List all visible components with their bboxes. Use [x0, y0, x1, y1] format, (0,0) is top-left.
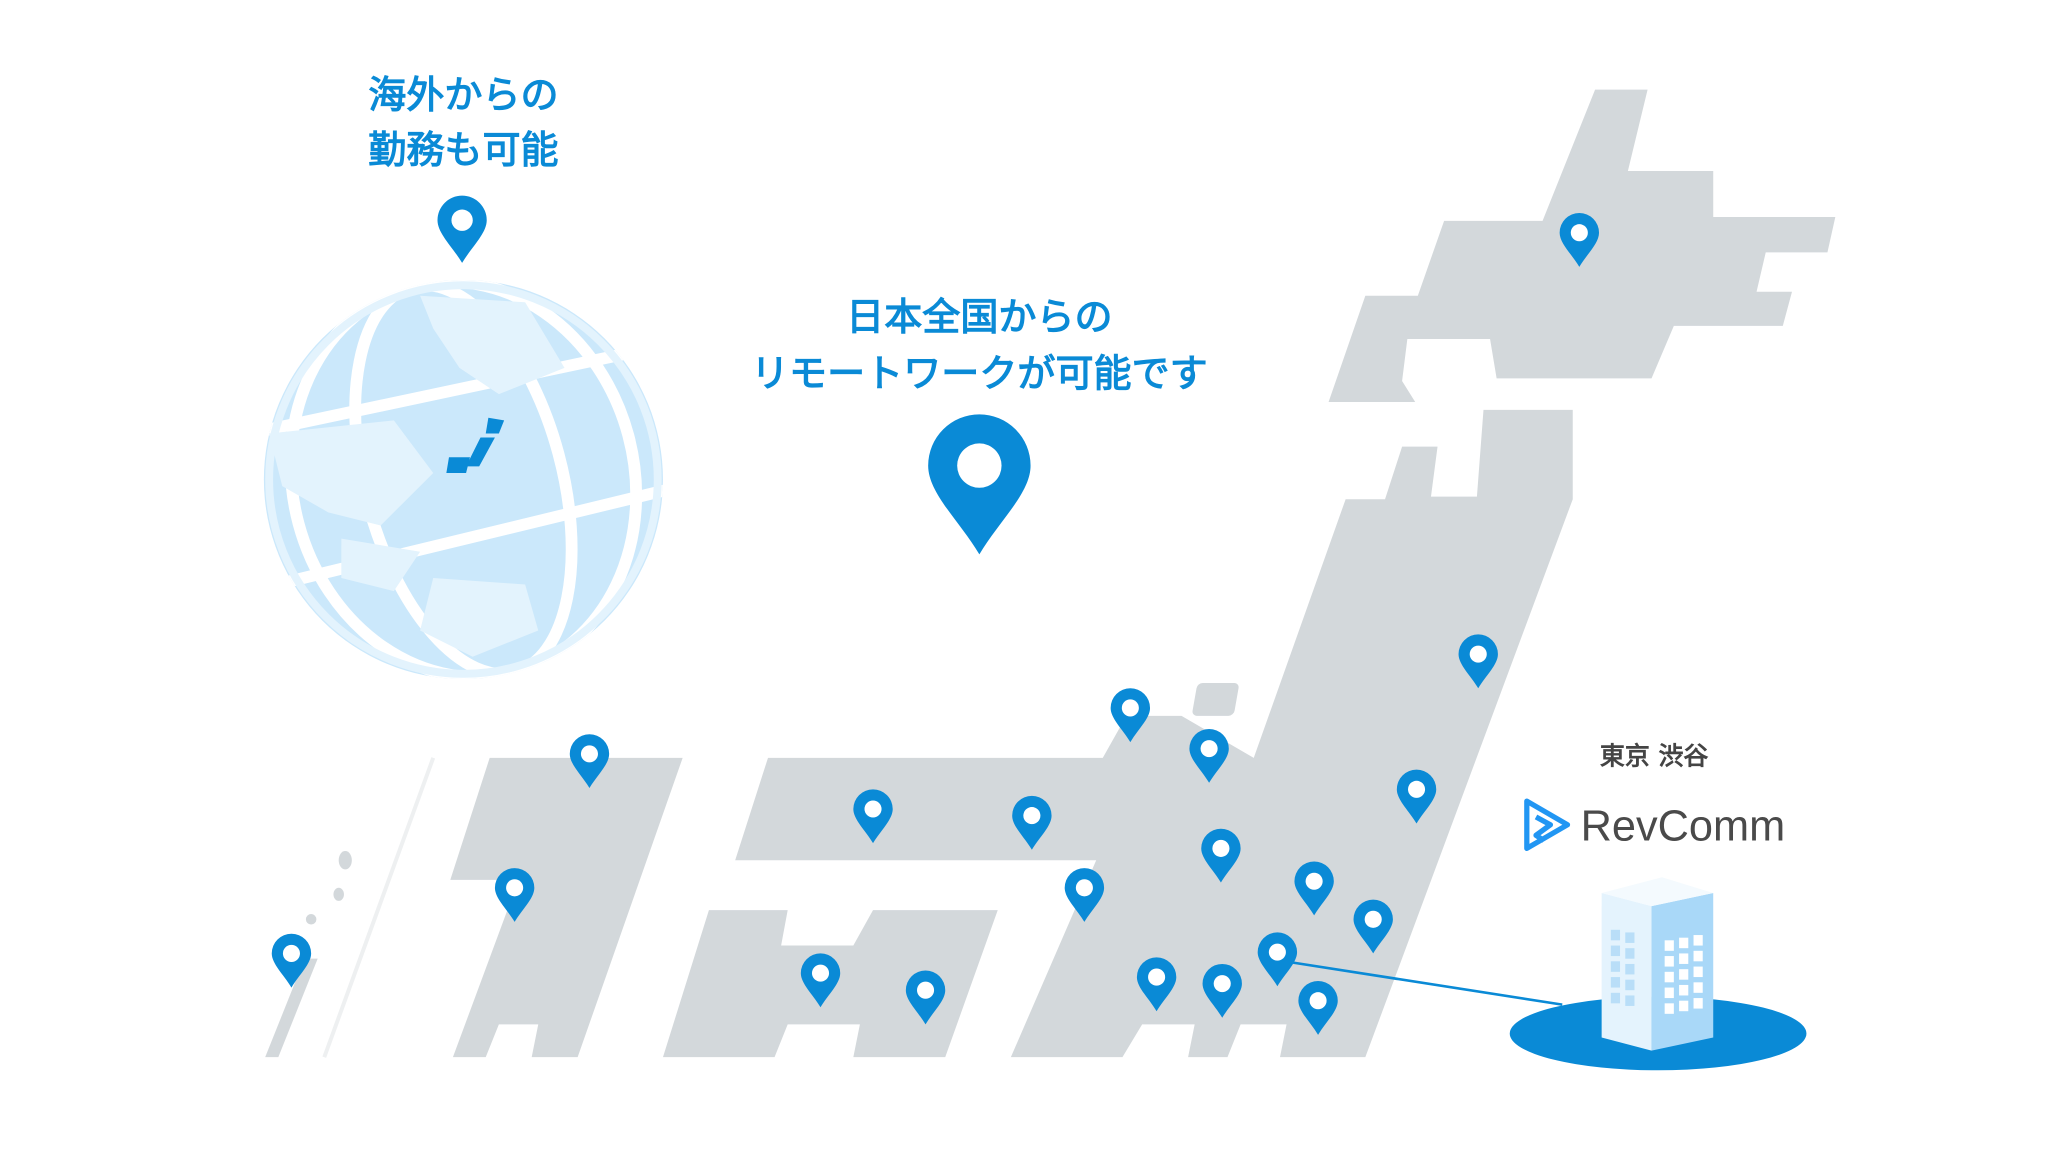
building-window: [1664, 971, 1674, 983]
building-window: [1679, 984, 1689, 996]
building-window: [1693, 950, 1703, 962]
building-icon: [1601, 877, 1714, 1051]
location-pin-icon: [1559, 213, 1600, 267]
office-location: 東京 渋谷: [1600, 741, 1708, 770]
building-window: [1610, 929, 1621, 941]
location-pins: [271, 195, 1600, 1035]
japan-mini-icon: [446, 417, 505, 473]
japan-caption-line1: 日本全国からの: [846, 295, 1112, 339]
location-pin-icon: [1201, 828, 1241, 883]
overseas-caption-line1: 海外からの: [368, 73, 558, 117]
location-pin-icon: [905, 970, 946, 1025]
location-pin-icon: [1110, 688, 1151, 743]
building-window: [1610, 945, 1621, 957]
office-connector-line: [1292, 961, 1563, 1006]
building-window: [1679, 1000, 1689, 1012]
globe-icon: [263, 279, 663, 680]
location-pin-icon: [928, 414, 1031, 555]
building-window: [1625, 995, 1635, 1006]
location-pin-icon: [1202, 963, 1242, 1018]
honshu: [735, 409, 1573, 1058]
building-window: [1693, 966, 1703, 978]
building-window: [1664, 940, 1674, 951]
company-name: RevComm: [1581, 803, 1786, 851]
location-pin-icon: [1012, 795, 1052, 850]
building-window: [1610, 977, 1621, 988]
building-window: [1625, 932, 1635, 943]
location-pin-icon: [1189, 728, 1229, 783]
location-pin-icon: [1294, 861, 1334, 916]
location-pin-icon: [1064, 868, 1105, 922]
building-window: [1679, 953, 1689, 964]
building-window: [1693, 982, 1703, 993]
building-window: [1625, 948, 1635, 959]
location-pin-icon: [853, 789, 893, 844]
kyushu: [450, 757, 683, 1058]
building-window: [1610, 992, 1621, 1004]
location-pin-icon: [1396, 769, 1437, 824]
building-window: [1610, 961, 1621, 972]
location-pin-icon: [1257, 932, 1298, 987]
location-pin-icon: [569, 734, 610, 789]
building-window: [1664, 1003, 1674, 1014]
location-pin-icon: [1298, 981, 1338, 1035]
location-pin-icon: [1136, 957, 1177, 1012]
location-pin-icon: [1458, 634, 1498, 689]
japan-map: [265, 89, 1836, 1058]
building-window: [1664, 987, 1674, 999]
revcomm-logo-icon: [1524, 798, 1571, 852]
building-window: [1625, 963, 1635, 975]
building-window: [1679, 969, 1689, 980]
japan-caption-line2: リモートワークが可能です: [751, 351, 1208, 395]
building-window: [1679, 937, 1689, 949]
building-window: [1664, 956, 1674, 967]
location-pin-icon: [437, 195, 487, 263]
location-pin-icon: [271, 933, 312, 988]
location-pin-icon: [494, 868, 535, 922]
sado-island: [1192, 682, 1239, 716]
location-pin-icon: [800, 953, 841, 1008]
location-pin-icon: [1353, 899, 1393, 954]
building-window: [1693, 998, 1703, 1009]
building-window: [1625, 979, 1635, 991]
okinawa: [265, 958, 318, 1058]
building-window: [1693, 935, 1703, 946]
overseas-caption-line2: 勤務も可能: [368, 128, 558, 172]
